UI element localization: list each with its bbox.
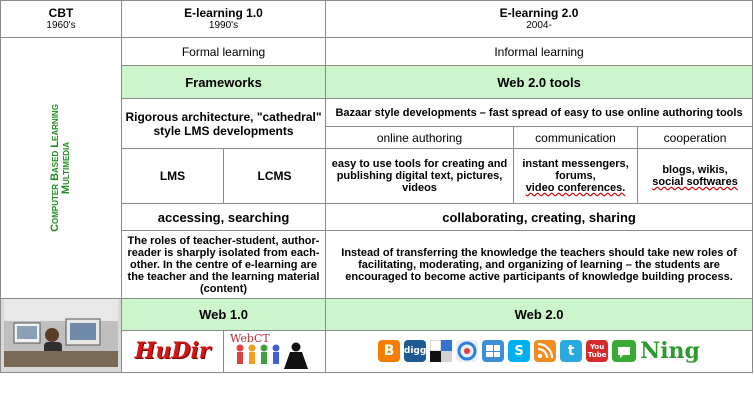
bazaar-developments-cell: Bazaar style developments – fast spread …	[325, 98, 754, 127]
side-label-line2: Multimedia	[60, 141, 72, 195]
accessing-searching-cell: accessing, searching	[120, 203, 327, 231]
informal-learning-cell: Informal learning	[325, 37, 754, 66]
skype-icon: S	[508, 340, 531, 363]
lms-cell: LMS	[121, 148, 224, 204]
youtube-label-bottom: Tube	[587, 351, 607, 360]
new-teacher-roles-cell: Instead of transferring the knowledge th…	[325, 230, 754, 299]
hudir-logo: HuDir	[134, 338, 211, 365]
web2-logos: B digg S	[328, 338, 750, 364]
systems-row: LMS LCMS easy to use tools for creating …	[1, 148, 754, 204]
web1-cell: Web 1.0	[120, 298, 327, 331]
blogger-icon: B	[378, 340, 401, 363]
twitter-icon: t	[560, 340, 583, 363]
webct-label: WebCT	[230, 332, 270, 346]
web-row: Web 1.0 Web 2.0	[0, 298, 754, 373]
digg-icon: digg	[403, 340, 427, 363]
header-elearning-2: E-learning 2.0 2004-	[325, 0, 754, 38]
elearning-comparison-table: CBT 1960's E-learning 1.0 1990's E-learn…	[0, 0, 754, 374]
hudir-logo-cell: HuDir	[121, 329, 224, 374]
header-row: CBT 1960's E-learning 1.0 1990's E-learn…	[0, 0, 754, 38]
roles-row: The roles of teacher-student, author-rea…	[1, 230, 754, 299]
elearning-2-title: E-learning 2.0	[499, 6, 579, 20]
youtube-icon: You Tube	[586, 340, 609, 363]
learning-row: Computer Based Learning Multimedia Forma…	[0, 37, 754, 299]
elearning-1-title: E-learning 1.0	[184, 6, 263, 20]
frameworks-cell: Frameworks	[120, 65, 327, 99]
computer-lab-image	[4, 299, 118, 367]
rss-icon	[534, 340, 557, 363]
cooperation-tools-cell: blogs, wikis, social softwares	[637, 148, 754, 204]
flickr-icon	[482, 340, 505, 363]
social-softwares-text: social softwares	[652, 176, 738, 188]
rigorous-architecture-cell: Rigorous architecture, "cathedral" style…	[120, 98, 327, 149]
lcms-cell: LCMS	[222, 148, 327, 204]
communication-tools-line1: instant messengers, forums,	[522, 158, 629, 182]
cbt-title: CBT	[48, 6, 74, 20]
category-row: online authoring communication cooperati…	[1, 126, 754, 149]
elearning-1-era: 1990's	[208, 20, 239, 31]
webct-people-icon	[236, 342, 308, 370]
web2-cell: Web 2.0	[325, 298, 754, 331]
collaborating-creating-sharing-cell: collaborating, creating, sharing	[325, 203, 754, 231]
elearning-2-era: 2004-	[526, 20, 552, 31]
online-authoring-cell: online authoring	[325, 126, 515, 149]
digg-label: digg	[403, 346, 427, 357]
side-label-cell: Computer Based Learning Multimedia	[0, 37, 122, 299]
cooperation-tools-line2: social softwares	[640, 176, 750, 188]
webct-logo: WebCT	[226, 332, 323, 370]
frameworks-row: Frameworks Web 2.0 tools	[1, 65, 754, 99]
header-elearning-1: E-learning 1.0 1990's	[120, 0, 327, 38]
delicious-icon	[430, 340, 453, 363]
youtube-label-top: You	[589, 343, 605, 352]
activity-row: accessing, searching collaborating, crea…	[1, 203, 754, 231]
header-cbt: CBT 1960's	[0, 0, 122, 38]
webct-logo-cell: WebCT	[222, 329, 327, 374]
cbt-era: 1960's	[46, 20, 76, 31]
cooperation-tools-line1: blogs, wikis,	[662, 164, 728, 176]
cooperation-cell: cooperation	[637, 126, 754, 149]
ning-wordmark: Ning	[640, 338, 700, 365]
communication-tools-cell: instant messengers, forums, video confer…	[513, 148, 639, 204]
teacher-student-roles-cell: The roles of teacher-student, author-rea…	[120, 230, 327, 299]
picasa-icon	[456, 340, 479, 363]
communication-cell: communication	[513, 126, 639, 149]
computer-lab-photo	[0, 298, 122, 373]
logos-row: HuDir WebCT B digg	[1, 329, 754, 374]
ning-icon	[612, 340, 637, 363]
architecture-row-1: Rigorous architecture, "cathedral" style…	[1, 98, 754, 149]
web2-tools-cell: Web 2.0 tools	[325, 65, 754, 99]
formal-learning-cell: Formal learning	[120, 37, 327, 66]
web2-logos-cell: B digg S	[325, 329, 754, 374]
authoring-tools-cell: easy to use tools for creating and publi…	[325, 148, 515, 204]
communication-tools-line2: video conferences.	[525, 182, 626, 194]
side-label: Computer Based Learning Multimedia	[49, 104, 72, 232]
